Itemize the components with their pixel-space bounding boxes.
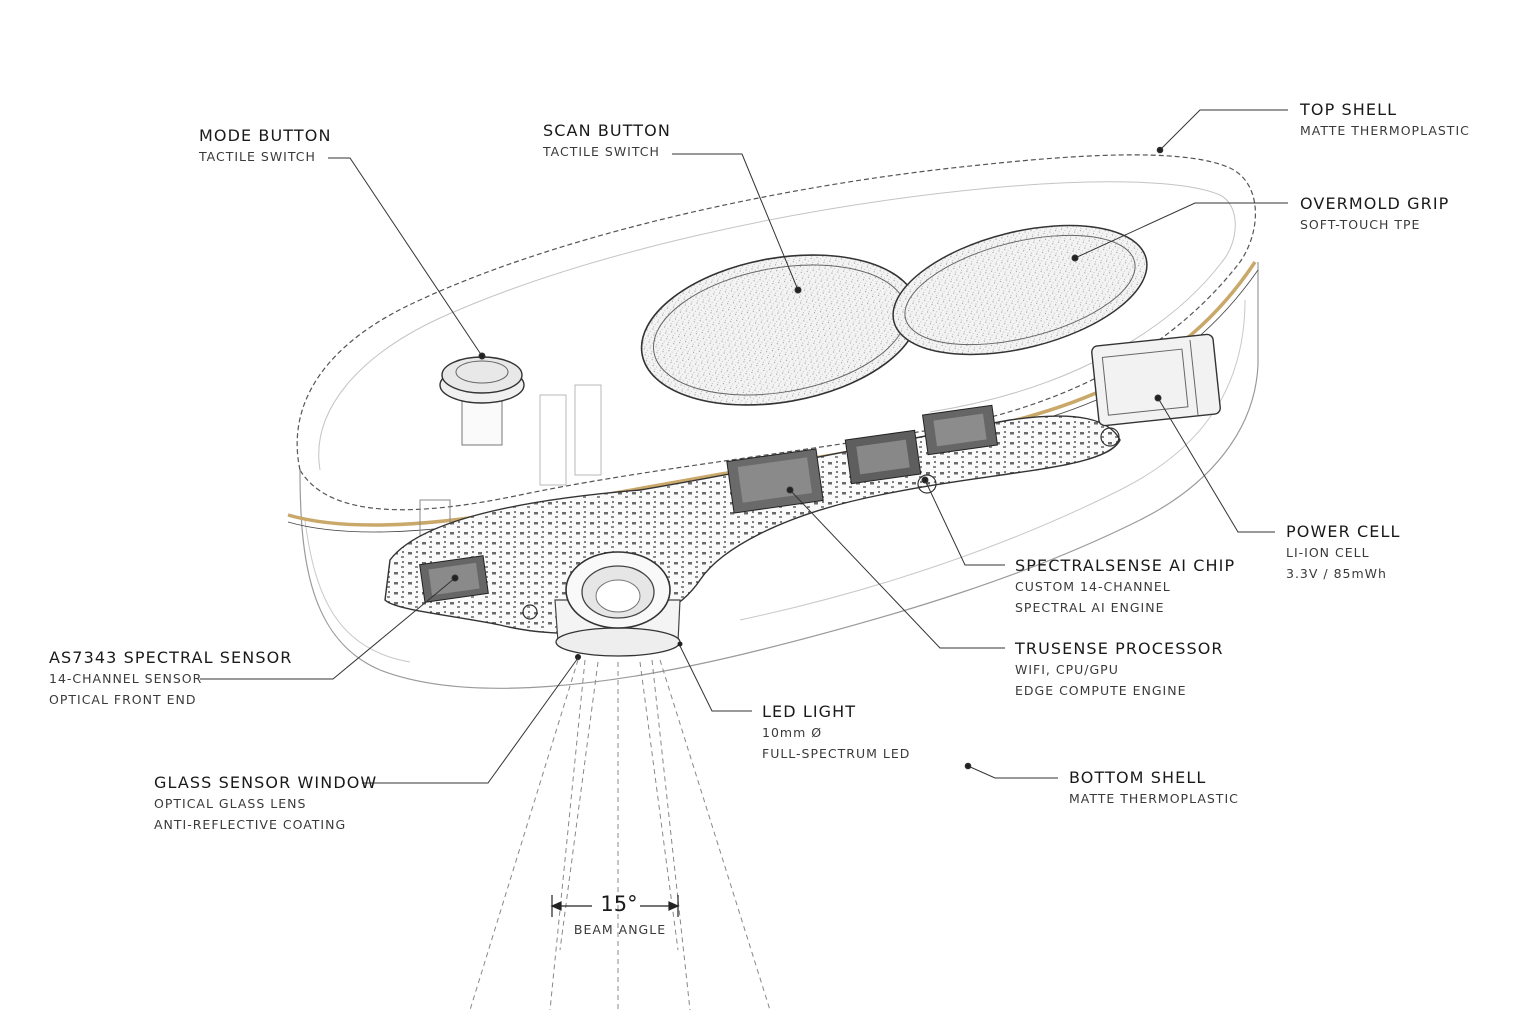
label-sub: 3.3V / 85mWh: [1286, 566, 1387, 581]
mode-button-part: [439, 353, 525, 446]
label-title: POWER CELL: [1286, 522, 1401, 541]
beam-angle-dimension: [550, 895, 680, 917]
label-led-light: LED LIGHT 10mm Ø FULL-SPECTRUM LED: [762, 702, 910, 764]
label-title: AS7343 SPECTRAL SENSOR: [49, 648, 293, 667]
label-sub: TACTILE SWITCH: [543, 144, 660, 159]
trusense-processor-chip: [726, 448, 824, 514]
beam-rays: [469, 659, 771, 1011]
label-sub: TACTILE SWITCH: [199, 149, 316, 164]
label-mode-button: MODE BUTTON TACTILE SWITCH: [199, 126, 332, 167]
label-glass-window: GLASS SENSOR WINDOW OPTICAL GLASS LENS A…: [154, 773, 377, 835]
glass-sensor-window-part: [554, 551, 683, 660]
label-title: SCAN BUTTON: [543, 121, 671, 140]
label-title: TOP SHELL: [1300, 100, 1398, 119]
label-bottom-shell: BOTTOM SHELL MATTE THERMOPLASTIC: [1069, 768, 1239, 809]
label-sub: CUSTOM 14-CHANNEL: [1015, 579, 1171, 594]
label-as7343-sensor: AS7343 SPECTRAL SENSOR 14-CHANNEL SENSOR…: [49, 648, 292, 710]
label-trusense-processor: TRUSENSE PROCESSOR WIFI, CPU/GPU EDGE CO…: [1015, 639, 1224, 701]
label-sub: 14-CHANNEL SENSOR: [49, 671, 203, 686]
beam-angle-label: BEAM ANGLE: [573, 922, 667, 937]
label-top-shell: TOP SHELL MATTE THERMOPLASTIC: [1300, 100, 1470, 141]
label-sub: ANTI-REFLECTIVE COATING: [154, 817, 347, 832]
label-sub: OPTICAL FRONT END: [49, 692, 197, 707]
label-sub: OPTICAL GLASS LENS: [154, 796, 307, 811]
label-sub: MATTE THERMOPLASTIC: [1300, 123, 1470, 138]
label-title: LED LIGHT: [762, 702, 857, 721]
label-spectralsense-chip: SPECTRALSENSE AI CHIP CUSTOM 14-CHANNEL …: [1015, 556, 1235, 618]
top-shell-outline: [296, 154, 1256, 511]
pcb-board: [384, 415, 1121, 634]
third-chip: [921, 404, 999, 456]
power-cell-part: [1091, 333, 1221, 427]
scan-button-pad: [640, 254, 920, 406]
label-title: TRUSENSE PROCESSOR: [1015, 639, 1224, 658]
label-title: MODE BUTTON: [199, 126, 332, 145]
label-sub: MATTE THERMOPLASTIC: [1069, 791, 1239, 806]
label-scan-button: SCAN BUTTON TACTILE SWITCH: [543, 121, 671, 162]
label-title: BOTTOM SHELL: [1069, 768, 1207, 787]
label-overmold-grip: OVERMOLD GRIP SOFT-TOUCH TPE: [1300, 194, 1449, 235]
label-sub: LI-ION CELL: [1286, 545, 1370, 560]
spectralsense-chip: [844, 429, 922, 485]
label-sub: WIFI, CPU/GPU: [1015, 662, 1119, 677]
label-sub: 10mm Ø: [762, 725, 823, 740]
label-sub: SPECTRAL AI ENGINE: [1015, 600, 1165, 615]
label-title: OVERMOLD GRIP: [1300, 194, 1450, 213]
leader-lines: [200, 109, 1288, 784]
beam-angle-value: 15°: [600, 892, 638, 916]
label-sub: EDGE COMPUTE ENGINE: [1015, 683, 1187, 698]
label-title: SPECTRALSENSE AI CHIP: [1015, 556, 1236, 575]
label-title: GLASS SENSOR WINDOW: [154, 773, 378, 792]
overmold-grip-pad: [892, 224, 1148, 356]
label-power-cell: POWER CELL LI-ION CELL 3.3V / 85mWh: [1286, 522, 1400, 584]
label-sub: SOFT-TOUCH TPE: [1300, 217, 1421, 232]
label-sub: FULL-SPECTRUM LED: [762, 746, 911, 761]
